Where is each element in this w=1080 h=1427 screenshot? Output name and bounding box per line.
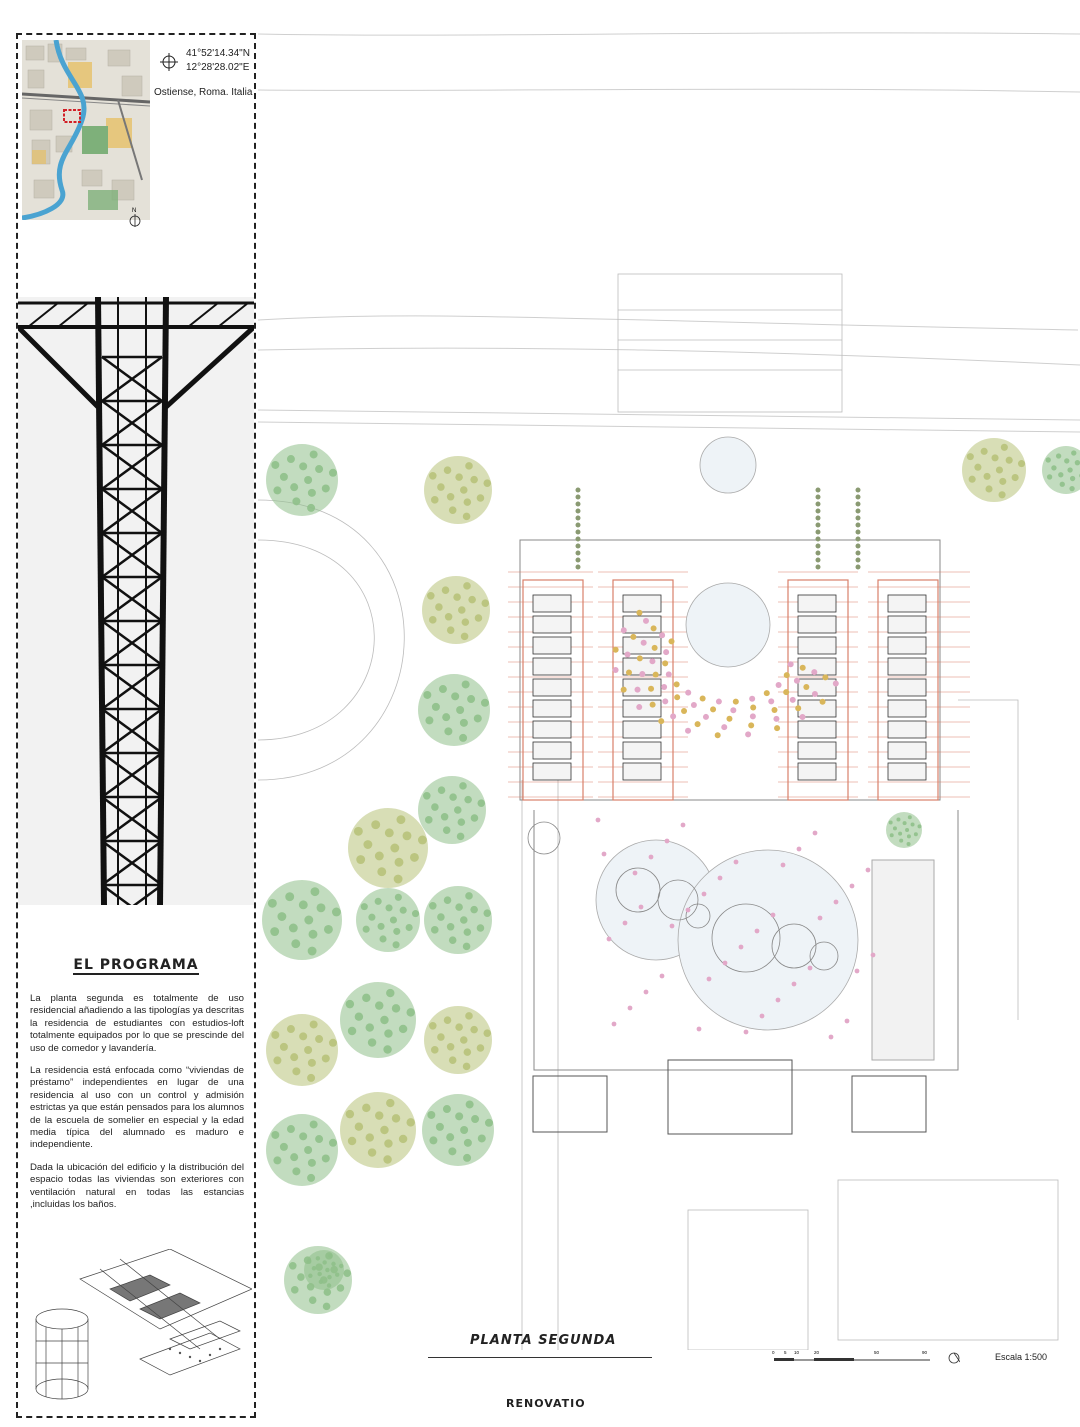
location-map (22, 40, 150, 220)
program-paragraph: Dada la ubicación del edificio y la dist… (30, 1161, 244, 1211)
place-name: Ostiense, Roma. Italia (154, 87, 253, 98)
info-panel: 41°52'14.34"N 12°28'28.02"E Ostiense, Ro… (16, 33, 256, 1418)
scale-tick: 50 (874, 1350, 880, 1355)
crosshair-icon (160, 53, 178, 71)
site-plan (257, 20, 1080, 1351)
tower-photo (18, 297, 254, 905)
coordinates: 41°52'14.34"N 12°28'28.02"E (186, 47, 266, 75)
plan-title: PLANTA SEGUNDA (470, 1333, 617, 1348)
north-arrow-icon: N (129, 208, 141, 227)
scale-tick: 5 (784, 1350, 787, 1355)
latitude: 41°52'14.34"N (186, 48, 250, 59)
program-paragraph: La planta segunda es totalmente de uso r… (30, 993, 244, 1054)
scale-tick: 10 (794, 1350, 800, 1355)
program-description: La planta segunda es totalmente de uso r… (30, 993, 244, 1222)
program-title: EL PROGRAMA (18, 957, 254, 975)
brand-name: RENOVATIO (506, 1397, 586, 1410)
scale-tick: 90 (922, 1350, 928, 1355)
title-underline (428, 1357, 652, 1358)
site-plan-drawing (257, 32, 1080, 1351)
scale-tick: 0 (772, 1350, 775, 1355)
scale-tick: 20 (814, 1350, 820, 1355)
svg-text:N: N (132, 208, 136, 214)
scale-label: Escala 1:500 (995, 1352, 1048, 1362)
axonometric-view (20, 1248, 253, 1413)
program-title-text: EL PROGRAMA (73, 957, 199, 975)
scale-bar: 0 5 10 20 50 90 (772, 1350, 960, 1364)
longitude: 12°28'28.02"E (186, 62, 250, 73)
program-paragraph: La residencia está enfocada como “vivien… (30, 1065, 244, 1151)
